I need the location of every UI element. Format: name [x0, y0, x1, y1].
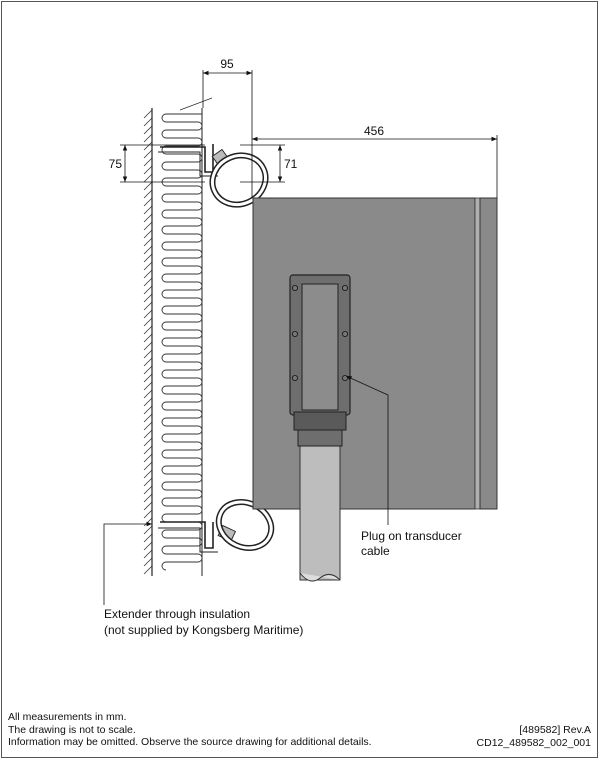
plug-callout-line2: cable: [361, 544, 390, 558]
revision-label: [489582] Rev.A: [519, 724, 591, 736]
dim-75: 75: [109, 157, 123, 171]
callout-labels: Plug on transducer cable Extender throug…: [104, 529, 462, 637]
hull-wall: [143, 108, 153, 576]
note-line: The drawing is not to scale.: [8, 723, 136, 736]
footer-ids: [489582] Rev.A CD12_489582_002_001: [477, 724, 591, 749]
footer-notes: All measurements in mm. The drawing is n…: [8, 711, 372, 749]
plug-assembly: [289, 274, 351, 582]
top-bracket: [158, 144, 269, 208]
extender-callout-line2: (not supplied by Kongsberg Maritime): [104, 623, 303, 637]
insulation: [161, 97, 213, 576]
dim-71: 71: [284, 157, 298, 171]
dimension-labels: 95 456 75 71: [109, 57, 385, 171]
note-line: All measurements in mm.: [8, 711, 127, 723]
dimension-lines: [120, 70, 498, 198]
drawing-id: CD12_489582_002_001: [476, 736, 591, 749]
plug-callout-line1: Plug on transducer: [361, 529, 462, 543]
dim-456: 456: [364, 124, 384, 138]
extender-callout-line1: Extender through insulation: [104, 607, 250, 621]
note-line: Information may be omitted. Observe the …: [8, 736, 372, 748]
dim-95: 95: [220, 57, 234, 71]
callout-leaders: [103, 375, 389, 605]
